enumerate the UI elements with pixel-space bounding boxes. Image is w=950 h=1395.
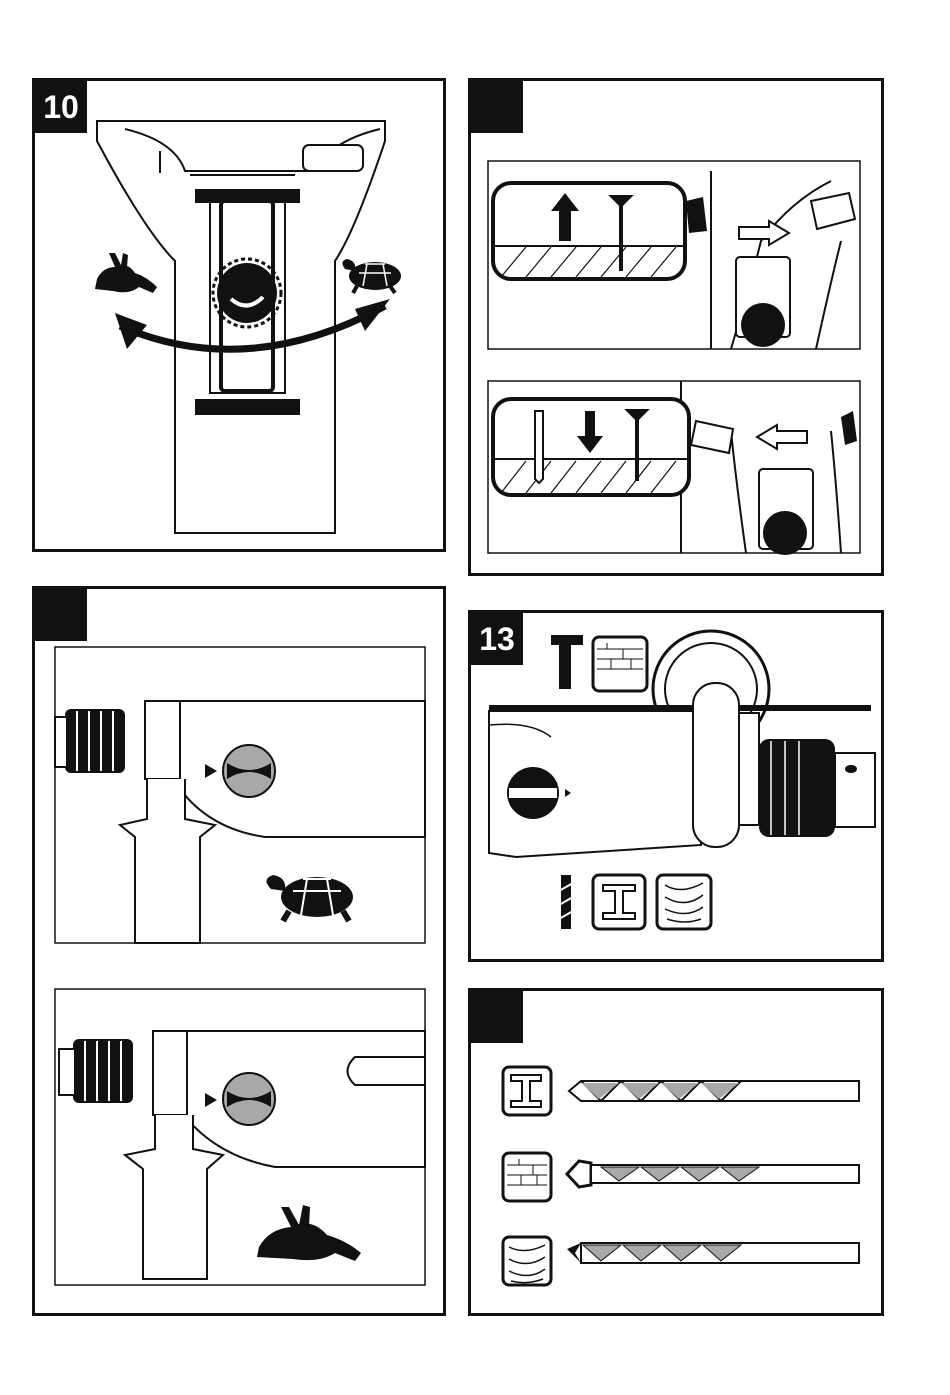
drill-bit-icon	[559, 875, 573, 929]
panel-13: 13	[468, 610, 884, 962]
drill-bit-icon	[535, 411, 543, 483]
rabbit-icon	[95, 253, 157, 293]
drill-bit-wood	[567, 1243, 859, 1263]
drill-top-speed-selector	[35, 81, 443, 549]
gear-switch-fast[interactable]	[223, 1073, 275, 1125]
drill-bit-types	[471, 991, 881, 1313]
panel-14	[468, 988, 884, 1316]
brick-icon	[503, 1153, 551, 1201]
drill-bit-masonry	[567, 1161, 859, 1187]
panel-11	[468, 78, 884, 576]
gear-selection-diagram	[35, 589, 443, 1313]
gear-switch-slow[interactable]	[223, 745, 275, 797]
wood-grain-icon	[657, 875, 711, 929]
hammer-icon	[551, 635, 583, 689]
drill-bit-metal	[569, 1081, 859, 1101]
steel-beam-icon	[593, 875, 645, 929]
panel-12	[32, 586, 446, 1316]
wood-grain-icon	[503, 1237, 551, 1285]
panel-10: 10	[32, 78, 446, 552]
turtle-icon	[342, 259, 401, 293]
brick-icon	[593, 637, 647, 691]
steel-beam-icon	[503, 1067, 551, 1115]
mode-selector-diagram	[471, 613, 881, 959]
mode-selector-knob[interactable]	[507, 767, 559, 819]
rotation-direction-diagram	[471, 81, 881, 573]
